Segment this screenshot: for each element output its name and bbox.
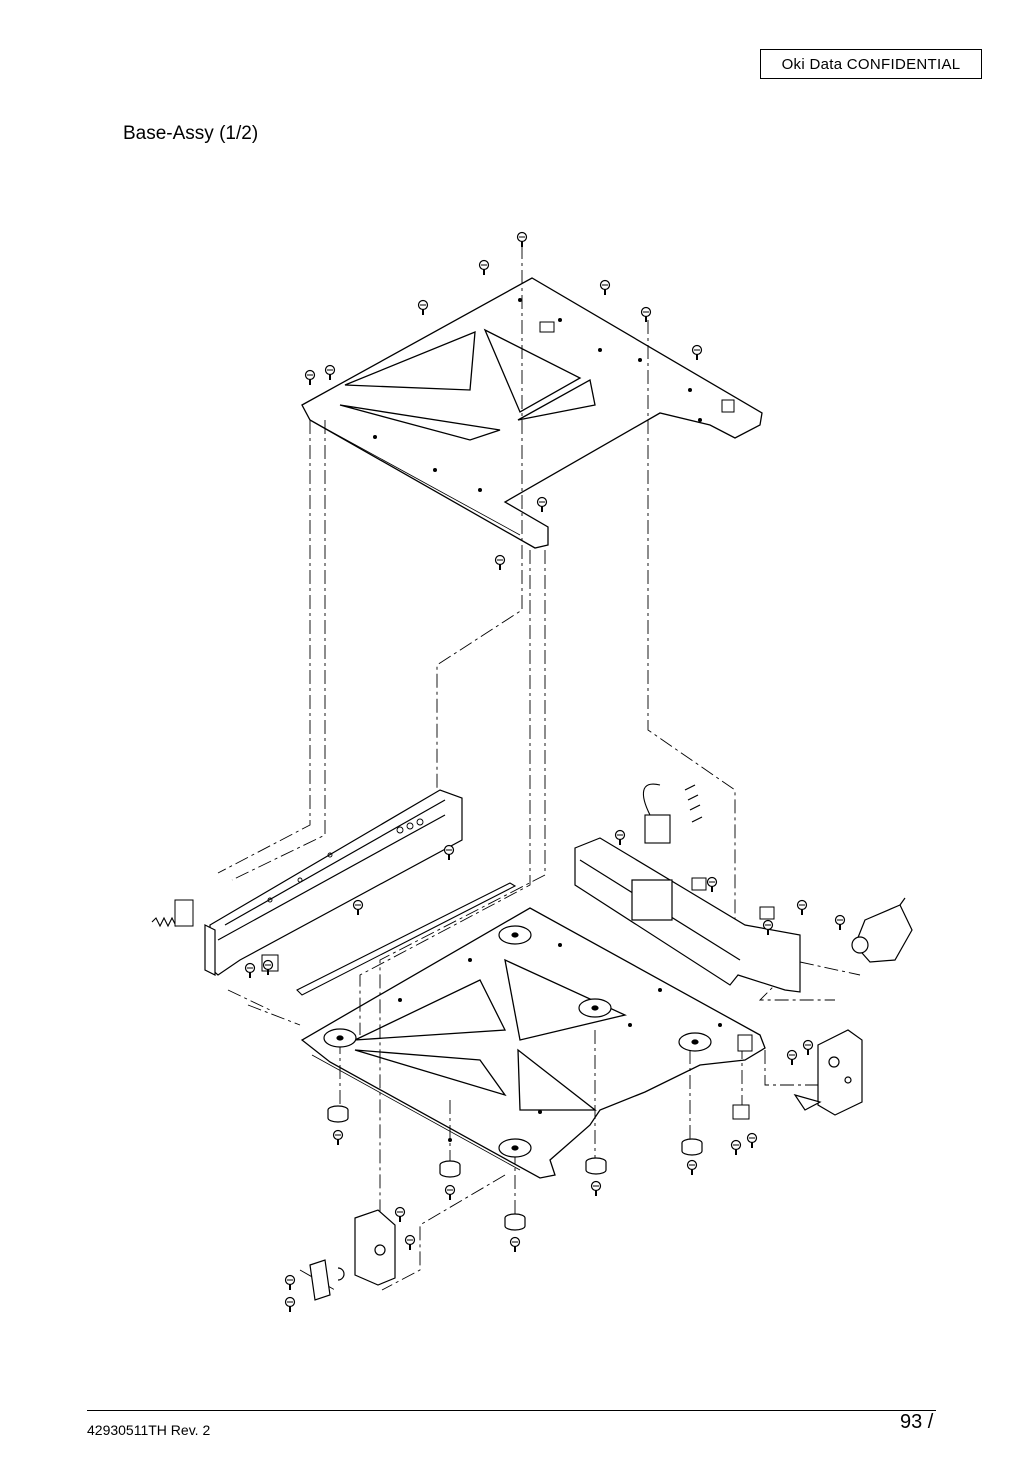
sensor-bracket (732, 1104, 750, 1120)
left-side-frame-holes (267, 818, 424, 903)
bottom-plate-holes (398, 943, 722, 1142)
bottom-plate (300, 907, 766, 1179)
rubber-foot (439, 1160, 461, 1178)
page-number: 93 / (900, 1411, 934, 1433)
screws (244, 231, 846, 1313)
rubber-foot (327, 1105, 349, 1123)
document-number: 42930511TH Rev. 2 (87, 1422, 211, 1438)
right-bracket (574, 837, 801, 993)
motor (851, 897, 913, 963)
left-clip (174, 899, 194, 927)
top-plate (301, 277, 763, 549)
lower-left-bracket (309, 1209, 396, 1301)
assembly-lines (217, 245, 861, 1291)
harness-connector (642, 783, 671, 844)
footer-rule (87, 1410, 936, 1411)
left-side-frame (204, 789, 463, 976)
rubber-foot (585, 1157, 607, 1175)
rubber-foot (681, 1138, 703, 1156)
small-springs (684, 784, 703, 823)
rubber-foot (504, 1213, 526, 1231)
confidential-label: Oki Data CONFIDENTIAL (760, 49, 982, 79)
top-plate-connector (539, 321, 555, 333)
right-lower-bracket (793, 1029, 863, 1116)
guide-rod (296, 882, 517, 996)
page-title: Base-Assy (1/2) (123, 123, 259, 144)
top-plate-holes (373, 298, 702, 492)
bottom-plate-wells (323, 925, 712, 1158)
